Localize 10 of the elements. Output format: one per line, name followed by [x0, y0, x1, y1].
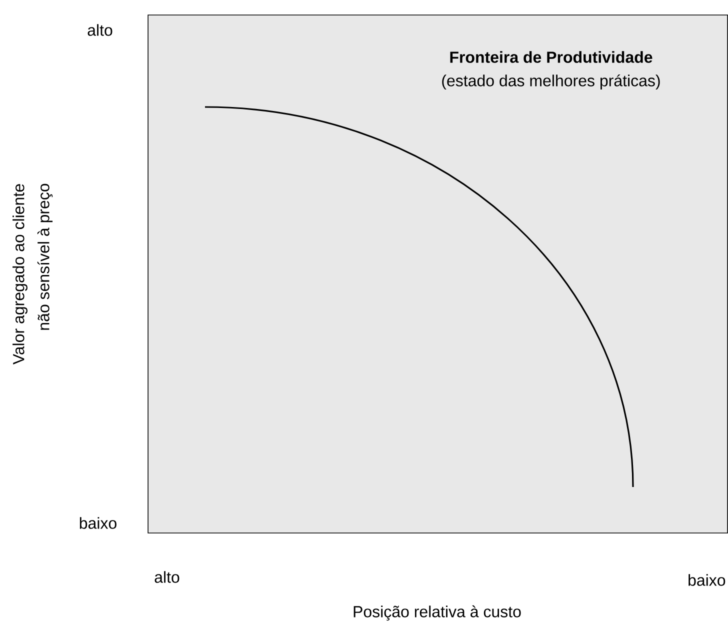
axis-title: Valor agregado ao cliente [12, 184, 28, 365]
panel-title: Fronteira de Produtividade [450, 51, 652, 63]
axis-title: Posição relativa à custo [354, 605, 521, 621]
plot-panel [148, 14, 728, 534]
axis-end-label: baixo [80, 517, 116, 529]
panel-subtitle: (estado das melhores práticas) [442, 74, 660, 90]
axis-end-label: alto [88, 24, 112, 36]
axis-end-label: alto [154, 571, 180, 583]
axis-title: não sensível à preço [37, 184, 53, 330]
axis-end-label: baixo [688, 574, 726, 586]
